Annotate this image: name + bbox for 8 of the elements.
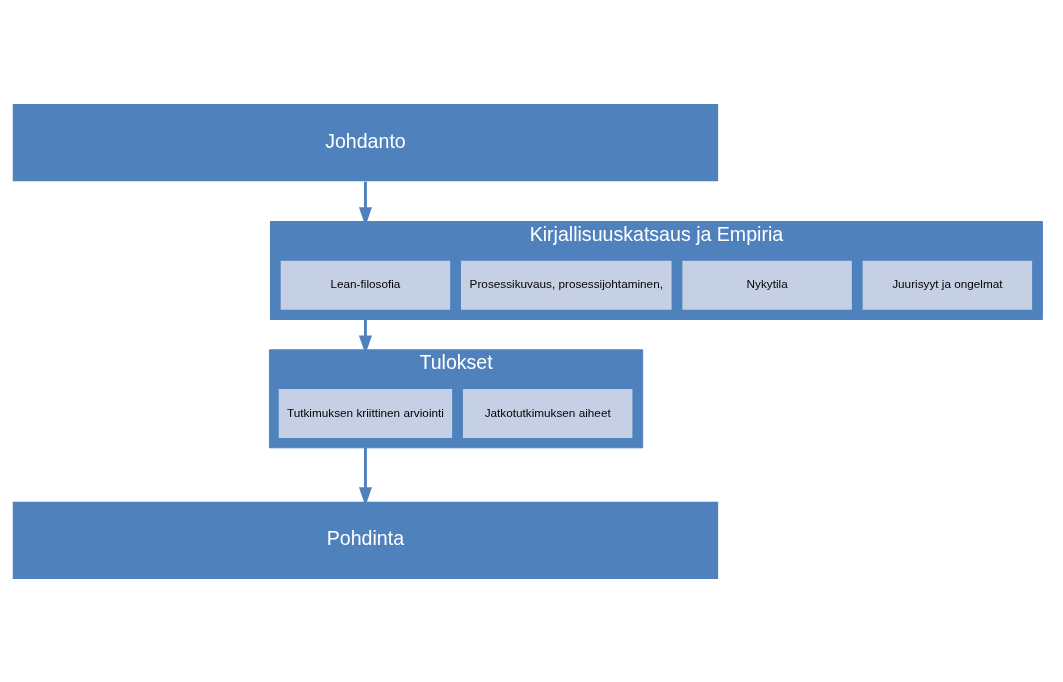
node-box: Pohdinta <box>12 501 719 579</box>
node-box: Johdanto <box>12 103 719 181</box>
node-box: Prosessikuvaus, prosessijohtaminen, <box>460 260 672 310</box>
node-box: Juurisyyt ja ongelmat <box>862 260 1033 310</box>
node-box: Lean-filosofia <box>280 260 451 310</box>
node-box: Jatkotutkimuksen aiheet <box>462 388 633 438</box>
node-box: Nykytila <box>682 260 852 310</box>
node-box: Tutkimuksen kriittinen arviointi <box>278 388 453 438</box>
